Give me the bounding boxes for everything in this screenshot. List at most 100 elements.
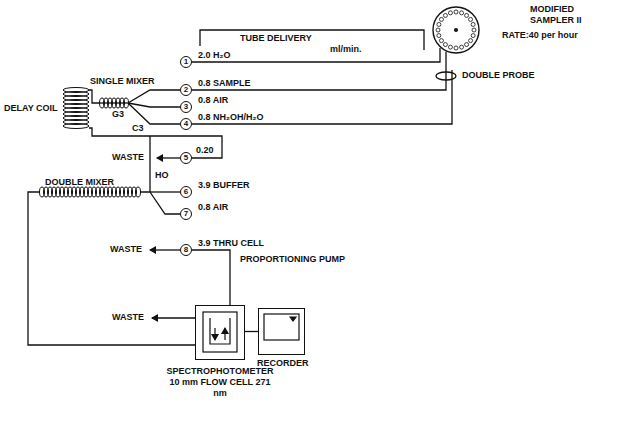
waste-arrow (152, 317, 195, 318)
delay-coil-winding (63, 124, 89, 129)
sample-cup (471, 22, 475, 26)
sample-cup (471, 34, 475, 38)
pump-tube-number: 8 (180, 244, 192, 256)
sample-cup (443, 13, 447, 17)
callout-number: 6 (184, 187, 188, 196)
rate-label: RATE:40 per hour (502, 30, 578, 41)
instrument-label: SPECTROPHOTOMETER 10 mm FLOW CELL 271 nm (164, 366, 276, 398)
pump-tube-number: 6 (180, 186, 192, 198)
reagent-line (128, 103, 180, 124)
flow-rate: 0.8 AIR (198, 203, 228, 212)
pump-tube-number: 5 (180, 152, 192, 164)
fitting-label: HO (155, 171, 169, 180)
part-label: PROPORTIONING PUMP (240, 255, 345, 264)
pen-marker (290, 317, 296, 321)
waste-label: WASTE (112, 313, 144, 322)
sample-cup (448, 11, 452, 15)
pump-tube-number: 1 (180, 56, 192, 68)
mixer-winding (136, 187, 141, 197)
flow-rate: 0.8 AIR (198, 96, 228, 105)
part-label: DOUBLE MIXER (45, 178, 114, 187)
flow-rate: 0.8 NH₂OH/H₂O (198, 113, 264, 122)
pump-tube-number: 7 (180, 208, 192, 220)
pump-tube-number: 4 (180, 118, 192, 130)
header-label: TUBE DELIVERY (240, 34, 312, 43)
waste-label: WASTE (112, 153, 144, 162)
sample-line (128, 90, 180, 103)
waste-arrow (157, 157, 180, 158)
flow-rate: 0.20 (196, 146, 214, 155)
chart-window (264, 314, 299, 340)
part-label: DOUBLE PROBE (462, 71, 535, 80)
tubing-connector (192, 52, 446, 90)
buffer-line (150, 191, 180, 192)
sample-cup (439, 17, 443, 21)
recorder-screen (264, 314, 299, 340)
instrument-label: RECORDER (257, 358, 309, 369)
sample-cup (443, 43, 447, 47)
pump-tube-number: 3 (180, 101, 192, 113)
air-line (128, 103, 180, 107)
sample-cup (454, 10, 458, 14)
sampler-tray (433, 7, 479, 53)
flow-rate: 0.8 SAMPLE (198, 79, 251, 88)
tubing (28, 30, 456, 345)
debubbler-line (149, 136, 150, 192)
flow-cell-path (210, 318, 230, 344)
flow-arrow (214, 328, 215, 340)
sampler-turntable: MODIFIED SAMPLER IIRATE:40 per hour (432, 6, 480, 54)
mixer-line (28, 192, 195, 345)
sample-cup (454, 46, 458, 50)
sample-cup (439, 39, 443, 43)
sample-cup (448, 45, 452, 49)
reagent-line (192, 70, 452, 124)
sample-cup (469, 39, 473, 43)
coil-inlet (89, 90, 100, 103)
air-line (150, 192, 180, 214)
sample-cup (460, 45, 464, 49)
sample-cup (436, 28, 440, 32)
sample-cup (472, 28, 476, 32)
flow-rate: 3.9 THRU CELL (198, 239, 264, 248)
waste-arrow (150, 249, 180, 250)
sampler-outline (432, 6, 480, 54)
tubing-connector (192, 48, 440, 62)
part-label: DELAY COIL (4, 104, 58, 113)
flow-cell (203, 312, 237, 352)
sampler-hub (454, 28, 458, 32)
sample-cup (469, 17, 473, 21)
pump-tube-number: 2 (180, 84, 192, 96)
callout-number: 4 (184, 119, 188, 128)
tubing-connector (192, 250, 230, 305)
instrument-label: MODIFIED SAMPLER II (530, 4, 592, 26)
fitting-label: G3 (112, 110, 124, 119)
fitting-label: C3 (132, 124, 144, 133)
flow-arrow (224, 328, 225, 340)
coil-outlet (89, 128, 222, 158)
callout-number: 1 (184, 57, 188, 66)
sample-cup (460, 11, 464, 15)
tube-delivery-bracket (200, 30, 424, 50)
sample-cup (437, 22, 441, 26)
part-label: SINGLE MIXER (90, 77, 155, 86)
waste-label: WASTE (110, 245, 142, 254)
callout-number: 7 (184, 209, 188, 218)
flow-rate: 2.0 H₂O (198, 51, 231, 60)
sample-cup (465, 13, 469, 17)
callout-number: 5 (184, 153, 188, 162)
callout-number: 2 (184, 85, 188, 94)
flow-rate: 3.9 BUFFER (198, 181, 250, 190)
unit-label: ml/min. (330, 45, 362, 54)
sample-cup (437, 34, 441, 38)
callout-number: 8 (184, 245, 188, 254)
spectrophotometer-box: SPECTROPHOTOMETER 10 mm FLOW CELL 271 nm (195, 305, 245, 360)
callout-number: 3 (184, 102, 188, 111)
recorder-box: RECORDER (258, 308, 305, 355)
sample-cup (465, 43, 469, 47)
mixer-winding (124, 98, 129, 108)
tubing-connector (245, 331, 258, 332)
cell-housing (203, 312, 237, 352)
